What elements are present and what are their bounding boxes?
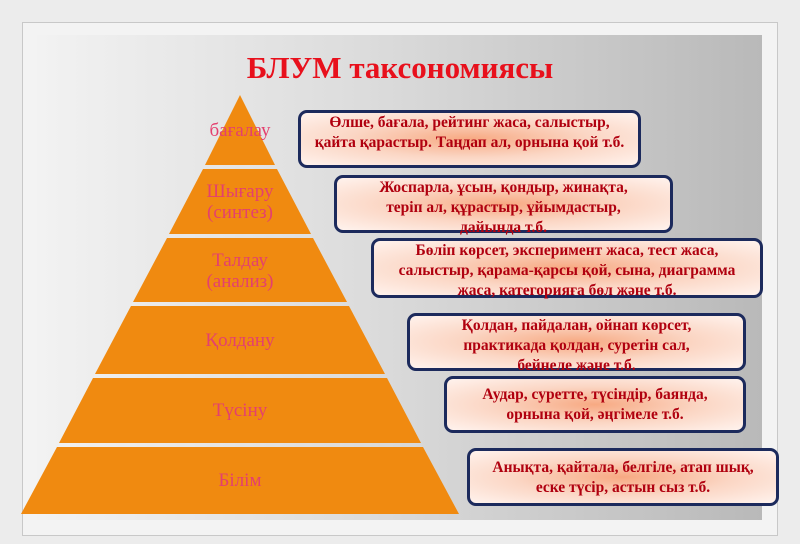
pyramid-level-3	[133, 238, 347, 302]
pyramid-level-2	[169, 169, 311, 234]
description-box-application: Қолдан, пайдалан, ойнап көрсет, практика…	[407, 313, 746, 374]
pyramid-level-4	[95, 306, 385, 374]
level-label-knowledge: Білім	[218, 470, 262, 491]
pyramid-level-1	[205, 95, 275, 165]
slide-title: БЛУМ таксономиясы	[246, 50, 554, 85]
level-label-comprehension: Түсіну	[212, 400, 268, 421]
description-box-evaluation: Өлше, бағала, рейтинг жаса, салыстыр, қа…	[298, 110, 641, 168]
level-label-evaluation: бағалау	[209, 120, 271, 141]
description-box-comprehension: Аудар, суретте, түсіндір, баянда, орнына…	[444, 376, 746, 433]
description-box-analysis: Бөліп көрсет, эксперимент жаса, тест жас…	[371, 238, 763, 299]
pyramid-level-6	[21, 447, 459, 514]
level-label-synthesis: Шығару (синтез)	[206, 181, 274, 223]
level-label-analysis: Талдау (анализ)	[206, 250, 274, 292]
level-label-application: Қолдану	[205, 330, 275, 351]
description-box-synthesis: Жоспарла, ұсын, қондыр, жинақта, теріп а…	[334, 175, 673, 236]
description-box-knowledge: Анықта, қайтала, белгіле, атап шық, еске…	[467, 448, 779, 506]
pyramid-level-5	[59, 378, 421, 443]
